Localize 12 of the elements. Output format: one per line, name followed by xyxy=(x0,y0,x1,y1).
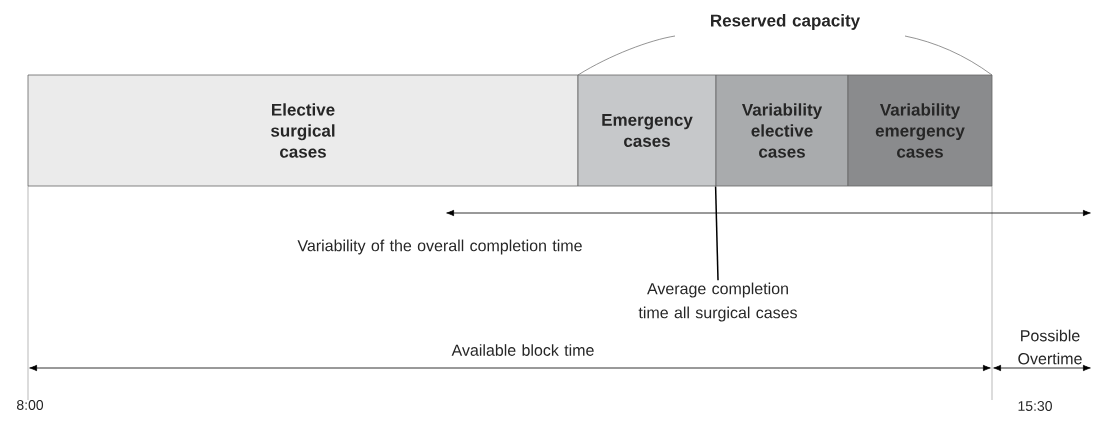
bar-segment: Variability emergency cases xyxy=(847,74,993,187)
bar-segment: Variability elective cases xyxy=(715,74,849,187)
annotation-text: Average completion time all surgical cases xyxy=(638,282,797,322)
bar-segment: Elective surgical cases xyxy=(27,74,579,187)
dimension-label: Available block time xyxy=(451,344,594,356)
time-label: 15:30 xyxy=(1018,401,1052,411)
leader-line xyxy=(714,185,719,282)
bracket-label: Reserved capacity xyxy=(711,14,860,30)
dimension-label: Variability of the overall completion time xyxy=(297,239,582,255)
time-label: 8:00 xyxy=(17,400,44,410)
bar-segment: Emergency cases xyxy=(577,74,717,187)
dimension-label: Possible Overtime xyxy=(1018,329,1082,365)
